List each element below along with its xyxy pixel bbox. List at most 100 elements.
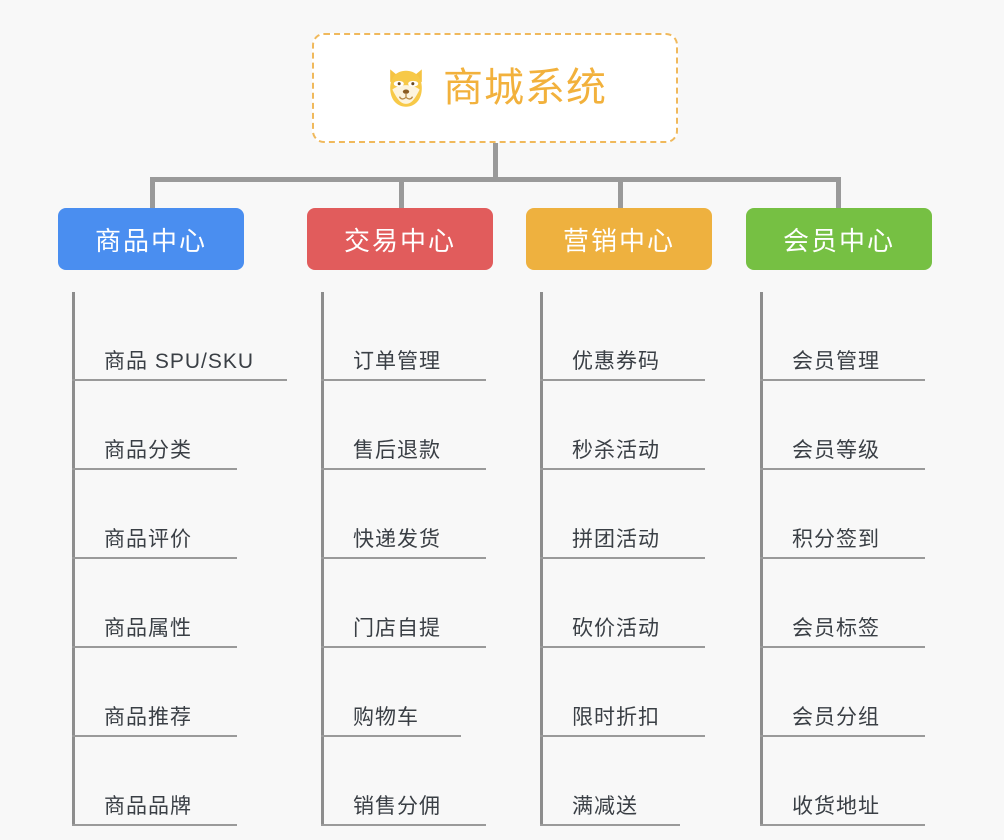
leaf-item-label: 会员标签 [792, 617, 880, 640]
root-title: 商城系统 [443, 66, 607, 110]
leaf-item-label: 门店自提 [353, 617, 441, 640]
category-box-2[interactable]: 交易中心 [307, 208, 493, 270]
leaf-item[interactable]: 订单管理 [321, 292, 493, 381]
category-box-3[interactable]: 营销中心 [526, 208, 712, 270]
category-column-2: 交易中心订单管理售后退款快递发货门店自提购物车销售分佣 [307, 208, 493, 826]
root-node[interactable]: 商城系统 [312, 33, 678, 143]
leaf-item[interactable]: 会员管理 [760, 292, 932, 381]
leaf-item-label: 售后退款 [353, 439, 441, 462]
leaf-item-label: 商品 SPU/SKU [104, 350, 255, 373]
leaf-spine [540, 292, 543, 826]
category-label: 商品中心 [94, 225, 207, 256]
leaf-item-label: 满减送 [572, 795, 638, 818]
leaf-item-label: 快递发货 [353, 528, 441, 551]
leaf-item-label: 限时折扣 [572, 706, 660, 729]
leaf-item[interactable]: 商品品牌 [72, 737, 244, 826]
leaf-connector-line [540, 735, 705, 737]
connector-trunk [493, 143, 498, 181]
leaf-item[interactable]: 限时折扣 [540, 648, 712, 737]
connector-drop-3 [618, 177, 623, 210]
leaf-item[interactable]: 销售分佣 [321, 737, 493, 826]
leaf-list-1: 商品 SPU/SKU 商品分类商品评价商品属性商品推荐商品品牌 [58, 292, 287, 826]
leaf-connector-line [321, 735, 461, 737]
leaf-item-label: 订单管理 [353, 350, 441, 373]
leaf-connector-line [321, 646, 486, 648]
leaf-item[interactable]: 砍价活动 [540, 559, 712, 648]
leaf-item-label: 商品推荐 [104, 706, 192, 729]
leaf-connector-line [760, 735, 925, 737]
connector-bus [150, 177, 840, 182]
leaf-item-label: 会员管理 [792, 350, 880, 373]
leaf-item-label: 拼团活动 [572, 528, 660, 551]
leaf-connector-line [540, 824, 680, 826]
leaf-connector-line [72, 824, 237, 826]
category-column-3: 营销中心优惠券码秒杀活动拼团活动砍价活动限时折扣满减送 [526, 208, 712, 826]
connector-drop-1 [150, 177, 155, 210]
leaf-connector-line [321, 824, 486, 826]
leaf-item[interactable]: 商品属性 [72, 559, 244, 648]
leaf-item[interactable]: 快递发货 [321, 470, 493, 559]
leaf-spine [72, 292, 75, 826]
leaf-connector-line [321, 468, 486, 470]
leaf-connector-line [321, 379, 486, 381]
category-box-1[interactable]: 商品中心 [58, 208, 244, 270]
leaf-item[interactable]: 满减送 [540, 737, 712, 826]
leaf-connector-line [72, 379, 287, 381]
category-column-1: 商品中心商品 SPU/SKU 商品分类商品评价商品属性商品推荐商品品牌 [58, 208, 287, 826]
leaf-item[interactable]: 拼团活动 [540, 470, 712, 559]
shiba-dog-icon [390, 69, 422, 107]
leaf-connector-line [540, 468, 705, 470]
leaf-item-label: 会员等级 [792, 439, 880, 462]
category-label: 营销中心 [562, 225, 675, 256]
leaf-connector-line [321, 557, 486, 559]
leaf-item[interactable]: 秒杀活动 [540, 381, 712, 470]
leaf-item[interactable]: 积分签到 [760, 470, 932, 559]
leaf-item-label: 砍价活动 [572, 617, 660, 640]
leaf-item-label: 积分签到 [792, 528, 880, 551]
leaf-item[interactable]: 会员标签 [760, 559, 932, 648]
leaf-item-label: 商品属性 [104, 617, 192, 640]
leaf-item[interactable]: 会员分组 [760, 648, 932, 737]
leaf-connector-line [72, 468, 237, 470]
leaf-connector-line [72, 557, 237, 559]
leaf-connector-line [760, 646, 925, 648]
leaf-connector-line [760, 824, 925, 826]
leaf-item[interactable]: 售后退款 [321, 381, 493, 470]
leaf-connector-line [540, 379, 705, 381]
leaf-connector-line [540, 557, 705, 559]
leaf-item-label: 购物车 [353, 706, 419, 729]
category-label: 会员中心 [782, 225, 895, 256]
leaf-item-label: 优惠券码 [572, 350, 660, 373]
connector-drop-4 [836, 177, 841, 210]
leaf-connector-line [760, 557, 925, 559]
leaf-item-label: 商品分类 [104, 439, 192, 462]
leaf-item[interactable]: 商品分类 [72, 381, 244, 470]
leaf-item[interactable]: 购物车 [321, 648, 493, 737]
category-column-4: 会员中心会员管理会员等级积分签到会员标签会员分组收货地址 [746, 208, 932, 826]
leaf-item[interactable]: 商品推荐 [72, 648, 244, 737]
connector-drop-2 [399, 177, 404, 210]
leaf-item[interactable]: 收货地址 [760, 737, 932, 826]
leaf-list-4: 会员管理会员等级积分签到会员标签会员分组收货地址 [746, 292, 932, 826]
leaf-connector-line [72, 735, 237, 737]
leaf-item-label: 销售分佣 [353, 795, 441, 818]
leaf-connector-line [72, 646, 237, 648]
leaf-item[interactable]: 商品 SPU/SKU [72, 292, 287, 381]
leaf-item[interactable]: 门店自提 [321, 559, 493, 648]
category-box-4[interactable]: 会员中心 [746, 208, 932, 270]
leaf-spine [760, 292, 763, 826]
leaf-connector-line [540, 646, 705, 648]
leaf-connector-line [760, 468, 925, 470]
leaf-item-label: 商品评价 [104, 528, 192, 551]
leaf-list-2: 订单管理售后退款快递发货门店自提购物车销售分佣 [307, 292, 493, 826]
leaf-spine [321, 292, 324, 826]
leaf-item[interactable]: 会员等级 [760, 381, 932, 470]
leaf-connector-line [760, 379, 925, 381]
leaf-item-label: 商品品牌 [104, 795, 192, 818]
leaf-item-label: 秒杀活动 [572, 439, 660, 462]
leaf-list-3: 优惠券码秒杀活动拼团活动砍价活动限时折扣满减送 [526, 292, 712, 826]
leaf-item-label: 会员分组 [792, 706, 880, 729]
leaf-item[interactable]: 优惠券码 [540, 292, 712, 381]
leaf-item[interactable]: 商品评价 [72, 470, 244, 559]
